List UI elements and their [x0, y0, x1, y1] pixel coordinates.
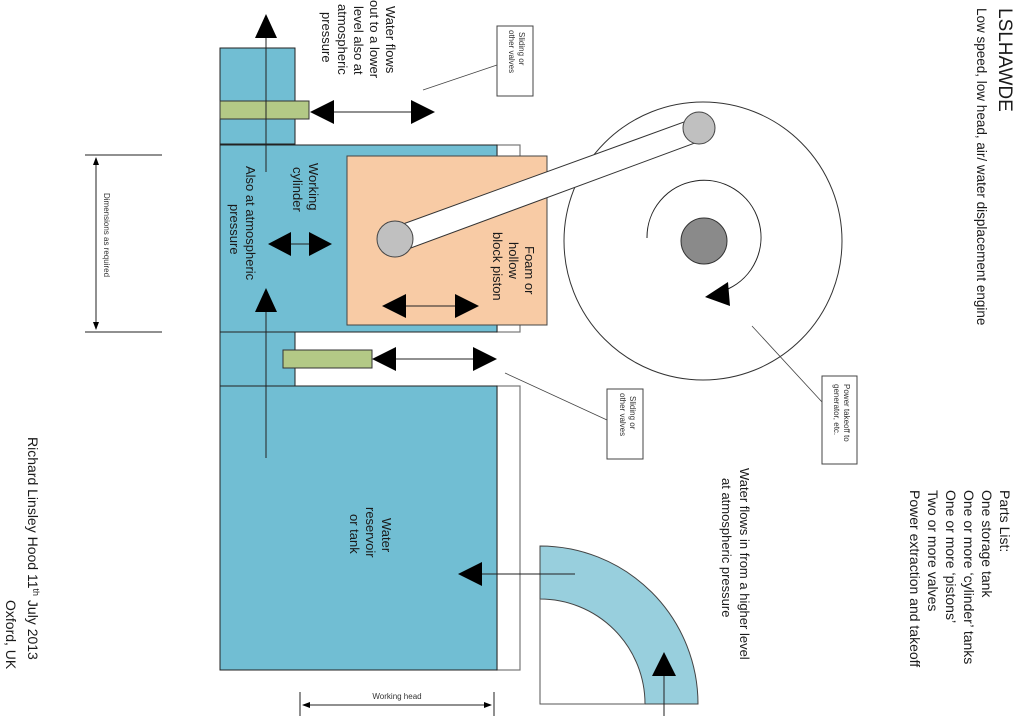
outlet-valve [219, 100, 310, 120]
inflow-label: Water flows in from a higher level [737, 468, 752, 660]
working-head-arrow-left-icon [302, 702, 310, 708]
arrow-left-icon [268, 232, 291, 256]
dimensions-label: Dimensions as required [102, 193, 111, 277]
top-valve-callout-text: other valves [507, 30, 516, 73]
outflow-label: Water flows out to a lower level also at… [319, 0, 398, 79]
reservoir-label: reservoir [363, 507, 378, 558]
svg-text:atmospheric: atmospheric [335, 4, 350, 75]
svg-text:out to a lower: out to a lower [367, 0, 382, 79]
power-takeoff-callout [821, 375, 858, 465]
credit-superscript: th [31, 589, 41, 597]
reservoir-label: or tank [347, 514, 362, 554]
outlet-column [219, 47, 296, 145]
cylinder-label: cylinder [290, 167, 305, 212]
power-callout-text: Power takeoff to [842, 384, 851, 442]
power-callout-text: generator, etc. [832, 384, 841, 435]
arrow-right-icon [455, 294, 479, 318]
inlet-quarter-pipe [539, 545, 699, 705]
working-head-label: Working head [372, 692, 421, 701]
reservoir-label: Water [379, 518, 394, 553]
parts-list: Parts List: One storage tank One or more… [907, 490, 1013, 667]
outflow-up-arrow-icon [255, 14, 277, 38]
arrow-right-icon [473, 347, 497, 371]
cylinder-pressure-label: Also at atmospheric [243, 166, 258, 281]
parts-list-heading: Parts List: [997, 490, 1013, 552]
dimension-arrow-down-icon [93, 322, 99, 330]
power-callout-line [751, 325, 823, 403]
crank-pin [682, 111, 716, 145]
inlet-valve-callout [606, 388, 644, 460]
parts-list-item: Two or more valves [925, 490, 941, 611]
piston-label: Foam or [522, 246, 537, 295]
inlet-valve [282, 349, 373, 369]
svg-text:level also at: level also at [351, 6, 366, 75]
arrow-right-icon [309, 232, 332, 256]
parts-list-item: One storage tank [979, 490, 995, 598]
arrow-left-icon [372, 347, 396, 371]
diagram-subtitle: Low speed, low head, air/ water displace… [974, 8, 989, 325]
flywheel-shaft [680, 217, 728, 265]
cylinder-label: Working [306, 163, 321, 210]
arrow-left-icon [382, 294, 406, 318]
working-head-arrow-right-icon [484, 702, 492, 708]
svg-text:pressure: pressure [319, 12, 334, 63]
top-valve-callout-line [422, 64, 498, 91]
rotation-arrow-icon [705, 282, 730, 306]
inlet-valve-callout-text: Sliding or [628, 396, 637, 430]
inflow-left-arrow-icon [458, 562, 482, 586]
reservoir-gap [496, 385, 521, 671]
dimension-arrow-up-icon [93, 157, 99, 165]
inlet-valve-callout-text: other valves [618, 393, 627, 436]
inlet-pipe-inner-edge [539, 599, 645, 705]
svg-text:Water flows: Water flows [383, 6, 398, 74]
inlet-up-arrow-icon [652, 652, 676, 676]
diagram-title: LSLHAWDE [994, 8, 1015, 112]
top-valve-callout [496, 25, 534, 97]
piston-label: block piston [490, 232, 505, 301]
piston-pin [376, 220, 414, 258]
arrow-right-icon [411, 100, 435, 124]
credit-author: Richard Linsley Hood 11th July 2013 [25, 437, 41, 660]
inflow-label: at atmospheric pressure [719, 478, 734, 617]
parts-list-item: One or more ‘cylinder’ tanks [961, 490, 977, 664]
inlet-valve-callout-line [504, 372, 608, 421]
flow-up-arrow-icon [255, 288, 277, 312]
rotation-arc [646, 179, 762, 290]
arrow-left-icon [310, 100, 334, 124]
parts-list-item: One or more ‘pistons’ [943, 490, 959, 623]
parts-list-item: Power extraction and takeoff [907, 490, 923, 667]
cylinder-pressure-label: pressure [227, 204, 242, 255]
top-valve-callout-text: Sliding or [517, 32, 526, 66]
piston-label: hollow [506, 242, 521, 279]
credit-location: Oxford, UK [3, 600, 19, 670]
